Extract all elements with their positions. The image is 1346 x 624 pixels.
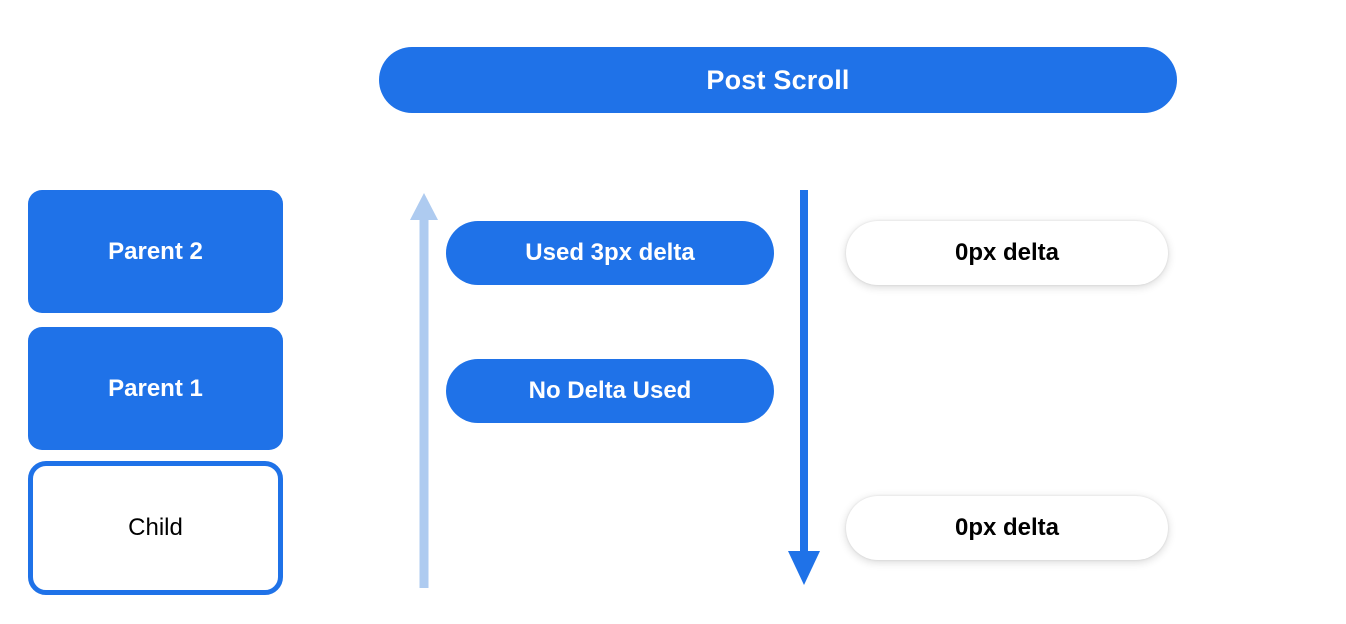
- node-label-parent-1: Parent 1: [108, 374, 203, 402]
- page-title: Post Scroll: [379, 47, 1177, 113]
- node-box-parent-2: Parent 2: [28, 190, 283, 313]
- node-box-parent-1: Parent 1: [28, 327, 283, 450]
- node-label-child: Child: [128, 514, 183, 541]
- label-pill-used-delta-text: Used 3px delta: [525, 239, 695, 266]
- label-pill-delta-bottom-text: 0px delta: [954, 514, 1060, 541]
- label-pill-no-delta-used-text: No Delta Used: [528, 377, 692, 404]
- node-box-child: Child: [28, 461, 283, 595]
- node-label-parent-2: Parent 2: [108, 237, 203, 265]
- label-pill-delta-bottom: 0px delta: [846, 496, 1168, 560]
- left-up-arrow-icon: [410, 193, 438, 588]
- label-pill-no-delta-used: No Delta Used: [446, 359, 774, 423]
- right-down-arrow-icon: [788, 190, 820, 585]
- label-pill-used-delta: Used 3px delta: [446, 221, 774, 285]
- label-pill-delta-top: 0px delta: [846, 221, 1168, 285]
- label-pill-delta-top-text: 0px delta: [954, 239, 1060, 266]
